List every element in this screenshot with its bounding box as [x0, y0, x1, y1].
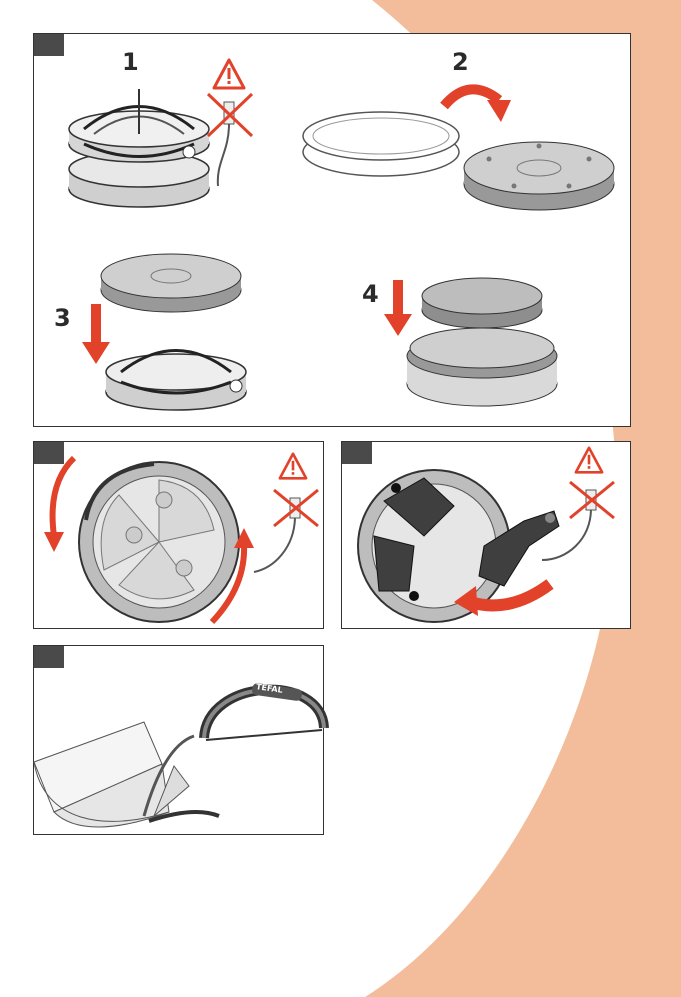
- panel-tab: [34, 34, 64, 56]
- stone-plate-stack: [402, 276, 562, 406]
- panel-cable-rotate: [33, 441, 324, 629]
- panel-tab: [34, 646, 64, 668]
- step-number-1: 1: [122, 48, 139, 76]
- step-number-4: 4: [362, 280, 379, 308]
- warning-triangle-icon: [212, 58, 246, 90]
- grill-plate-step3: [96, 246, 246, 316]
- raclette-device-step3: [96, 324, 256, 414]
- warning-triangle-icon: [278, 452, 308, 480]
- no-plug-icon: [204, 92, 256, 188]
- no-plug-icon: [542, 480, 618, 570]
- panel-assembly: 1 2 3 4: [33, 33, 631, 427]
- grill-plate-step2: [459, 124, 619, 224]
- raclette-device-step1: [54, 74, 224, 214]
- step-number-2: 2: [452, 48, 469, 76]
- curved-arrow-icon: [206, 526, 256, 626]
- panel-tab: [342, 442, 372, 464]
- warning-triangle-icon: [574, 446, 604, 474]
- panel-pans: [341, 441, 631, 629]
- no-plug-icon: [254, 488, 324, 578]
- curved-arrow-icon: [42, 454, 82, 554]
- curved-arrow-icon: [450, 574, 554, 620]
- panel-cheese-cutter: TEFAL: [33, 645, 324, 835]
- step-number-3: 3: [54, 304, 71, 332]
